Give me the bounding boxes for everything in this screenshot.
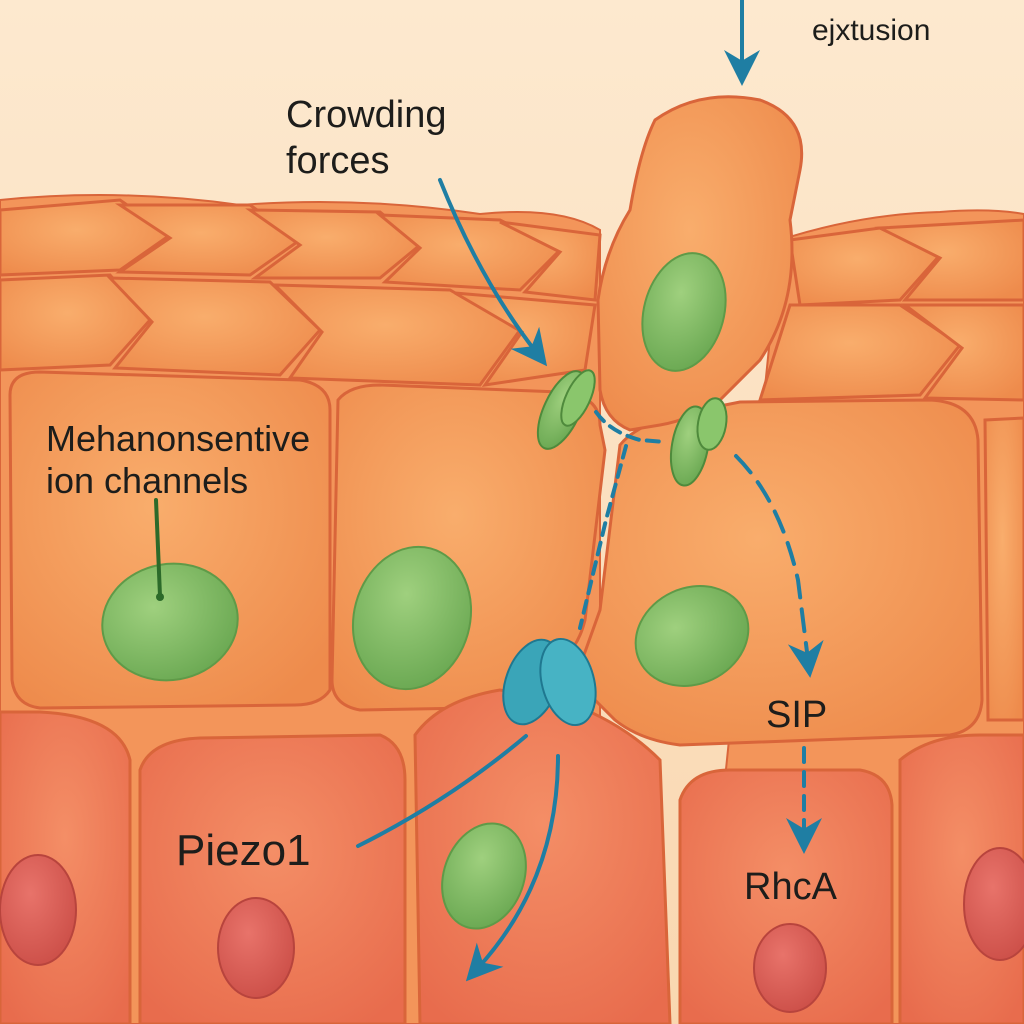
extrusion-label: ejxtusion <box>812 14 931 47</box>
crowding-forces-label: Crowding forces <box>286 92 506 184</box>
nuclei <box>0 545 1024 1013</box>
s1p-dashed-arrow <box>734 454 824 678</box>
cell-nucleus <box>634 585 750 687</box>
piezo1-leader-line <box>356 734 528 848</box>
lower-cell-nucleus <box>963 847 1024 961</box>
mechanosensitive-label-line2: ion channels <box>46 460 249 501</box>
arrows <box>356 0 824 982</box>
piezo1-label: Piezo1 <box>176 826 311 875</box>
ion-channel <box>696 397 728 451</box>
crowding-forces-label-line1: Crowding <box>286 94 447 136</box>
mechanosensitive-label-line1: Mehanonsentive <box>46 418 311 459</box>
cell-nucleus <box>441 822 527 930</box>
extruding-cell <box>596 95 804 432</box>
s1p-label: SIP <box>766 694 828 736</box>
lower-cell-nucleus <box>753 923 827 1013</box>
cell-nucleus <box>351 545 473 691</box>
crowding-force-arrow <box>438 178 548 367</box>
mech-leader <box>154 498 164 601</box>
mechanosensitive-channels-label: Mehanonsentive ion channels <box>46 418 406 502</box>
lower-cell-nucleus <box>217 897 295 999</box>
piezo1-channel <box>502 637 597 727</box>
epithelial-sheet <box>0 194 1024 1024</box>
rhoa-label: RhcA <box>744 866 837 908</box>
lower-cell-nucleus <box>0 854 77 966</box>
piezo1-output-arrow <box>465 754 560 982</box>
crowding-forces-label-line2: forces <box>286 140 390 182</box>
ion-channel <box>560 369 596 427</box>
mechanosensitive-ion-channels <box>536 369 728 487</box>
extruding-cell-nucleus <box>641 252 727 372</box>
channel-to-piezo-dashed-path <box>578 410 667 630</box>
